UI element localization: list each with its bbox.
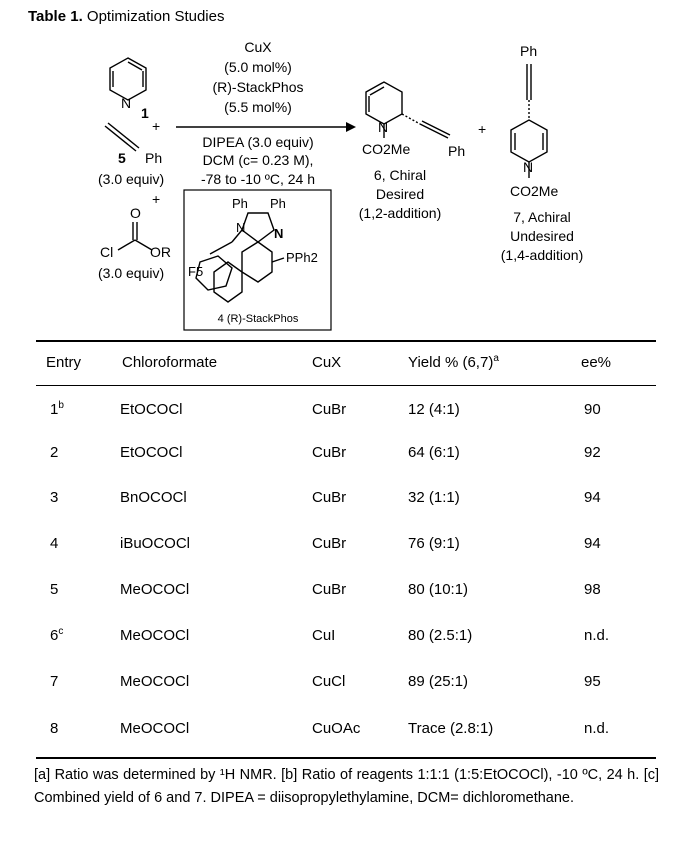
product7-ph: Ph [520, 43, 537, 59]
table-footnote: [a] Ratio was determined by ¹H NMR. [b] … [34, 767, 659, 806]
cell-yield: 76 (9:1) [408, 535, 460, 552]
alkyne-sub: Ph [145, 150, 162, 166]
cell-yield: Trace (2.8:1) [408, 720, 494, 737]
product7-n: N [523, 159, 533, 175]
ligand-n-1: N [236, 220, 245, 235]
caption-title: Optimization Studies [86, 8, 225, 25]
table-bottom-rule [36, 757, 656, 759]
cell-ee: n.d. [584, 720, 610, 737]
product6-line-2: Desired [376, 186, 424, 202]
cell-yield: 80 (2.5:1) [408, 627, 473, 644]
cell-chloroformate: MeOCOCl [120, 673, 190, 690]
cell-yield: 89 (25:1) [408, 673, 469, 690]
cell-chloroformate: iBuOCOCl [120, 535, 191, 552]
cell-entry: 4 [50, 535, 59, 552]
alkyne-number: 5 [118, 150, 126, 166]
table-header-rule [36, 385, 656, 386]
ligand-f5: F5 [188, 264, 203, 279]
cell-entry: 6c [50, 626, 64, 645]
cell-chloroformate: MeOCOCl [120, 720, 190, 737]
condition-line-1: CuX [244, 39, 272, 55]
header-cux: CuX [312, 354, 342, 371]
ligand-label: 4 (R)-StackPhos [218, 313, 299, 325]
cell-chloroformate: MeOCOCl [120, 581, 190, 598]
pyridine-ring [109, 57, 147, 101]
reaction-scheme: N 1 + 5 Ph (3.0 equiv) + O Cl OR (3.0 eq… [98, 39, 584, 331]
condition-below-1: DIPEA (3.0 equiv) [202, 134, 313, 150]
cell-entry: 5 [50, 581, 59, 598]
product6-n: N [378, 119, 388, 135]
header-chloroformate: Chloroformate [122, 354, 218, 371]
cell-ee: 94 [584, 489, 601, 506]
caption-label: Table 1. [28, 8, 83, 25]
condition-below-3: -78 to -10 ºC, 24 h [201, 171, 315, 187]
ligand-box [183, 189, 332, 331]
condition-line-4: (5.5 mol%) [224, 99, 292, 115]
chloroformate-cl: Cl [100, 244, 113, 260]
ligand-pph2: PPh2 [286, 250, 318, 265]
cell-entry: 2 [50, 444, 59, 461]
header-entry: Entry [46, 354, 82, 371]
header-yield: Yield % (6,7)a [408, 353, 499, 372]
plus-sign-3: + [478, 121, 486, 137]
table-caption: Table 1. Optimization Studies [28, 8, 225, 25]
product6-line-3: (1,2-addition) [359, 205, 442, 221]
chloroformate-or: OR [150, 244, 171, 260]
reagent1-atom: N [121, 95, 131, 111]
cell-ee: 98 [584, 581, 601, 598]
cell-entry: 8 [50, 720, 59, 737]
cell-ee: 92 [584, 444, 601, 461]
cell-chloroformate: EtOCOCl [120, 444, 183, 461]
chloroformate-o: O [130, 205, 141, 221]
header-yield-note: a [493, 353, 499, 364]
cell-entry: 3 [50, 489, 59, 506]
product7-line-2: Undesired [510, 228, 574, 244]
condition-line-3: (R)-StackPhos [212, 79, 303, 95]
product6-line-1: 6, Chiral [374, 167, 426, 183]
product7-line-1: 7, Achiral [513, 209, 571, 225]
cell-ee: 94 [584, 535, 601, 552]
cell-yield: 80 (10:1) [408, 581, 469, 598]
cell-yield: 32 (1:1) [408, 489, 460, 506]
alkyne-equiv: (3.0 equiv) [98, 171, 164, 187]
plus-sign-2: + [152, 191, 160, 207]
product6-co2me: CO2Me [362, 141, 410, 157]
cell-entry: 1b [50, 400, 64, 419]
cell-cux: CuBr [312, 401, 347, 418]
condition-line-2: (5.0 mol%) [224, 59, 292, 75]
cell-ee: 90 [584, 401, 601, 418]
cell-chloroformate: BnOCOCl [120, 489, 187, 506]
ligand-n-2: N [274, 226, 283, 241]
header-yield-label: Yield % (6,7) [408, 354, 494, 371]
cell-chloroformate: EtOCOCl [120, 401, 183, 418]
ligand-ph-1: Ph [232, 196, 248, 211]
cell-cux: CuI [312, 627, 336, 644]
cell-yield: 64 (6:1) [408, 444, 460, 461]
table-top-rule [36, 340, 656, 342]
cell-cux: CuBr [312, 489, 347, 506]
condition-below-2: DCM (c= 0.23 M), [203, 152, 314, 168]
product7-co2me: CO2Me [510, 183, 558, 199]
cell-ee: n.d. [584, 627, 610, 644]
chloroformate-equiv: (3.0 equiv) [98, 265, 164, 281]
cell-entry: 7 [50, 673, 59, 690]
cell-ee: 95 [584, 673, 601, 690]
reagent1-number: 1 [141, 105, 149, 121]
ligand-ph-2: Ph [270, 196, 286, 211]
header-ee: ee% [581, 354, 612, 371]
cell-cux: CuBr [312, 535, 347, 552]
product6-ph: Ph [448, 143, 465, 159]
product7-line-3: (1,4-addition) [501, 247, 584, 263]
cell-cux: CuBr [312, 444, 347, 461]
cell-cux: CuCl [312, 673, 346, 690]
cell-yield: 12 (4:1) [408, 401, 460, 418]
cell-cux: CuBr [312, 581, 347, 598]
plus-sign-1: + [152, 118, 160, 134]
cell-chloroformate: MeOCOCl [120, 627, 190, 644]
cell-cux: CuOAc [312, 720, 361, 737]
